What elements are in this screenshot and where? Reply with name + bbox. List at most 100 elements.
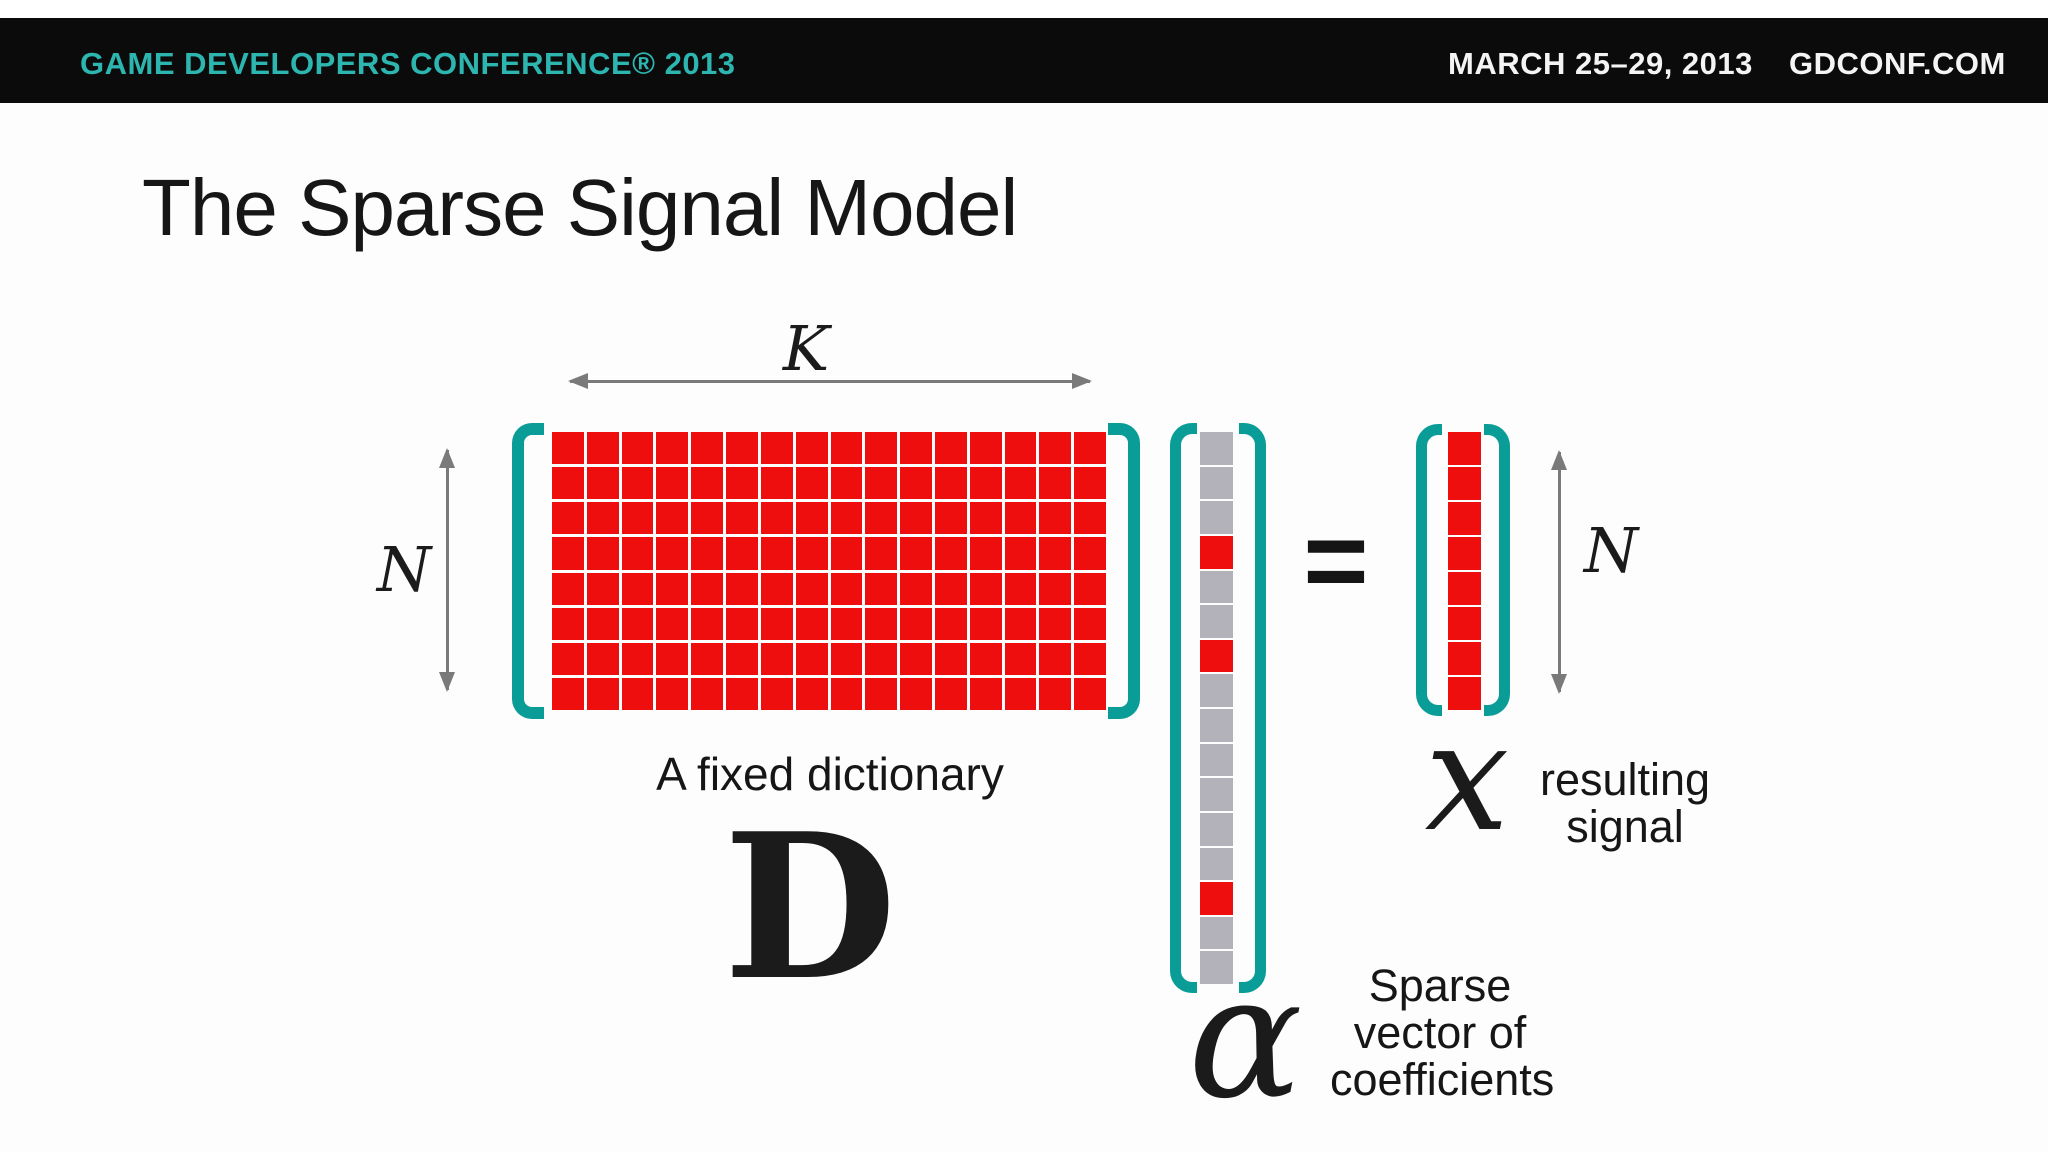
matrix-cell: [969, 642, 1002, 675]
matrix-cell: [865, 537, 898, 570]
matrix-cell: [691, 607, 724, 640]
matrix-cell: [795, 642, 828, 675]
matrix-cell: [900, 677, 932, 710]
matrix-cell: [1200, 812, 1233, 846]
matrix-cell: [552, 572, 584, 605]
matrix-cell: [552, 607, 584, 640]
matrix-cell: [726, 537, 758, 570]
matrix-cell: [726, 677, 758, 710]
matrix-cell: [621, 677, 654, 710]
matrix-cell: [1074, 642, 1106, 675]
matrix-cell: [691, 467, 724, 500]
matrix-cell: [1039, 467, 1072, 500]
matrix-cell: [656, 607, 689, 640]
alpha-bracket-left-icon: [1170, 423, 1197, 993]
matrix-cell: [865, 607, 898, 640]
matrix-cell: [969, 432, 1002, 465]
matrix-cell: [1074, 432, 1106, 465]
matrix-cell: [760, 642, 793, 675]
conference-name: GAME DEVELOPERS CONFERENCE® 2013: [80, 46, 736, 81]
matrix-cell: [1004, 502, 1037, 535]
matrix-cell: [795, 467, 828, 500]
matrix-cell: [760, 467, 793, 500]
matrix-cell: [726, 432, 758, 465]
result-caption-line: resulting: [1539, 754, 1711, 805]
matrix-cell: [1039, 607, 1072, 640]
matrix-cell: [969, 537, 1002, 570]
matrix-cell: [830, 642, 863, 675]
matrix-cell: [900, 467, 932, 500]
matrix-cell: [691, 642, 724, 675]
matrix-bracket-left-icon: [512, 423, 544, 719]
matrix-cell: [1074, 572, 1106, 605]
matrix-cell: [900, 537, 932, 570]
matrix-cell: [1004, 572, 1037, 605]
alpha-bracket-right-icon: [1239, 423, 1266, 993]
matrix-cell: [726, 642, 758, 675]
matrix-cell: [1074, 677, 1106, 710]
matrix-cell: [586, 537, 619, 570]
matrix-cell: [621, 467, 654, 500]
result-caption-line: signal: [1566, 801, 1684, 852]
matrix-cell: [1074, 537, 1106, 570]
matrix-cell: [865, 572, 898, 605]
alpha-symbol: α: [1188, 939, 1303, 1137]
dictionary-symbol: D: [723, 790, 897, 1025]
k-dimension-label: K: [782, 312, 830, 385]
matrix-cell: [621, 642, 654, 675]
matrix-cell: [900, 642, 932, 675]
matrix-cell: [830, 467, 863, 500]
matrix-cell: [1200, 605, 1233, 638]
dictionary-caption: A fixed dictionary: [656, 748, 1004, 800]
matrix-cell: [900, 432, 932, 465]
matrix-cell: [969, 502, 1002, 535]
k-extent-arrow-icon: [568, 373, 1092, 389]
matrix-cell: [691, 502, 724, 535]
matrix-cell: [552, 537, 584, 570]
x-bracket-right-icon: [1484, 424, 1510, 716]
matrix-cell: [795, 502, 828, 535]
matrix-cell: [760, 572, 793, 605]
matrix-bracket-right-icon: [1108, 423, 1140, 719]
matrix-cell: [586, 607, 619, 640]
matrix-cell: [795, 537, 828, 570]
matrix-cell: [691, 677, 724, 710]
matrix-cell: [552, 642, 584, 675]
matrix-cell: [656, 432, 689, 465]
matrix-cell: [1004, 432, 1037, 465]
matrix-cell: [1448, 502, 1481, 535]
matrix-cell: [1448, 677, 1481, 710]
matrix-cell: [586, 642, 619, 675]
matrix-cell: [1004, 537, 1037, 570]
matrix-cell: [656, 572, 689, 605]
matrix-cell: [586, 677, 619, 710]
matrix-cell: [656, 642, 689, 675]
matrix-cell: [795, 572, 828, 605]
matrix-cell: [760, 502, 793, 535]
matrix-cell: [969, 572, 1002, 605]
matrix-cell: [900, 607, 932, 640]
matrix-cell: [1448, 642, 1481, 675]
matrix-cell: [621, 537, 654, 570]
matrix-cell: [1200, 709, 1233, 742]
gdc-header-bar: GAME DEVELOPERS CONFERENCE® 2013 MARCH 2…: [0, 18, 2048, 103]
matrix-cell: [795, 432, 828, 465]
n-dimension-label-right: N: [1583, 514, 1639, 587]
matrix-cell: [1039, 502, 1072, 535]
matrix-cell: [691, 572, 724, 605]
page-title: The Sparse Signal Model: [142, 163, 1018, 252]
matrix-cell: [1448, 432, 1481, 465]
matrix-cell: [726, 502, 758, 535]
matrix-cell: [865, 467, 898, 500]
matrix-cell: [1074, 502, 1106, 535]
matrix-cell: [865, 677, 898, 710]
matrix-cell: [552, 502, 584, 535]
matrix-cell: [795, 607, 828, 640]
matrix-cell: [1039, 537, 1072, 570]
dictionary-matrix: [552, 432, 1106, 710]
matrix-cell: [1039, 677, 1072, 710]
matrix-cell: [1004, 467, 1037, 500]
matrix-cell: [1200, 674, 1233, 707]
matrix-cell: [1074, 607, 1106, 640]
